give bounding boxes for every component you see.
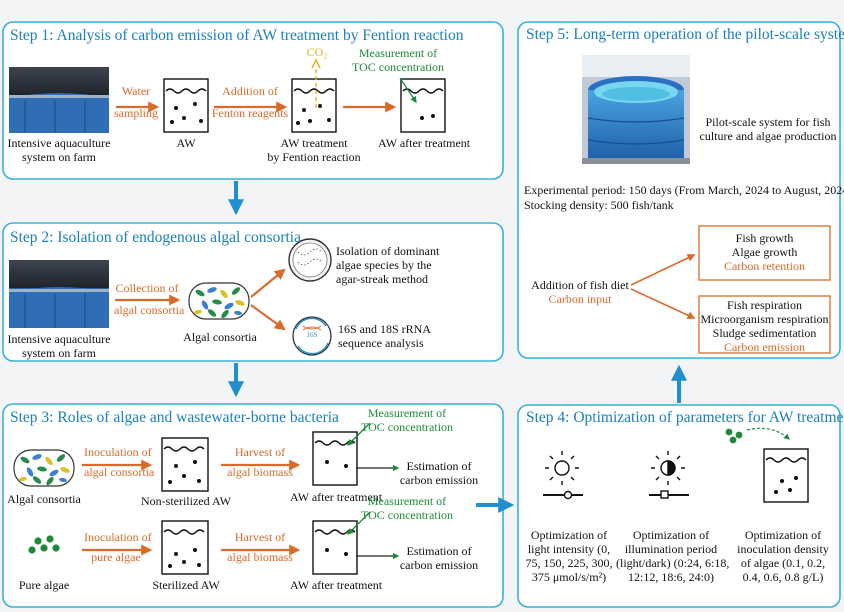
aw-label: AW — [176, 136, 196, 150]
carbon-retention-box — [698, 225, 831, 281]
aw-after-label: AW after treatment — [290, 578, 383, 592]
step1-frame — [2, 21, 504, 180]
farm-photo — [9, 67, 109, 133]
carbon-emission-box — [698, 295, 831, 354]
petri-dish-icon — [288, 238, 332, 282]
step2-title: Step 2: Isolation of endogenous algal co… — [10, 229, 301, 246]
dna-icon-text: 16S — [306, 331, 318, 339]
step4-title: Step 4: Optimization of parameters for A… — [526, 409, 844, 426]
farm-photo — [9, 260, 109, 328]
consortia-label: Algal consortia — [7, 492, 81, 506]
aw-after-label: AW after treatment — [378, 136, 471, 150]
sun-slider-icon — [543, 451, 583, 500]
co2-label: CO₂ — [306, 45, 328, 59]
algae-consortia-icon — [188, 282, 250, 320]
beaker-icon — [291, 78, 337, 133]
beaker-icon — [163, 78, 209, 133]
nonsterile-label: Non-sterilized AW — [140, 494, 231, 508]
consortia-label: Algal consortia — [183, 330, 257, 344]
algae-consortia-icon — [13, 449, 75, 487]
pure-algae-label: Pure algae — [18, 578, 70, 592]
step5-title: Step 5: Long-term operation of the pilot… — [526, 26, 844, 43]
stocking-density: Stocking density: 500 fish/tank — [524, 198, 674, 212]
step1-title: Step 1: Analysis of carbon emission of A… — [10, 27, 464, 44]
beaker-icon — [161, 520, 209, 575]
sterile-label: Sterilized AW — [152, 578, 220, 592]
experimental-period: Experimental period: 150 days (From Marc… — [524, 183, 844, 197]
pilot-tank-photo — [582, 55, 690, 164]
beaker-icon — [400, 78, 446, 133]
step2-frame — [2, 222, 504, 362]
half-sun-slider-icon — [649, 451, 689, 499]
pure-algae-icon — [28, 535, 60, 554]
beaker-icon — [763, 448, 809, 503]
step3-title: Step 3: Roles of algae and wastewater-bo… — [10, 409, 339, 426]
dna-cycle-icon — [292, 316, 332, 356]
beaker-icon — [312, 520, 358, 575]
step4-frame — [517, 404, 841, 608]
beaker-icon — [161, 437, 209, 492]
aw-after-label: AW after treatment — [290, 490, 383, 504]
beaker-icon — [312, 431, 358, 486]
